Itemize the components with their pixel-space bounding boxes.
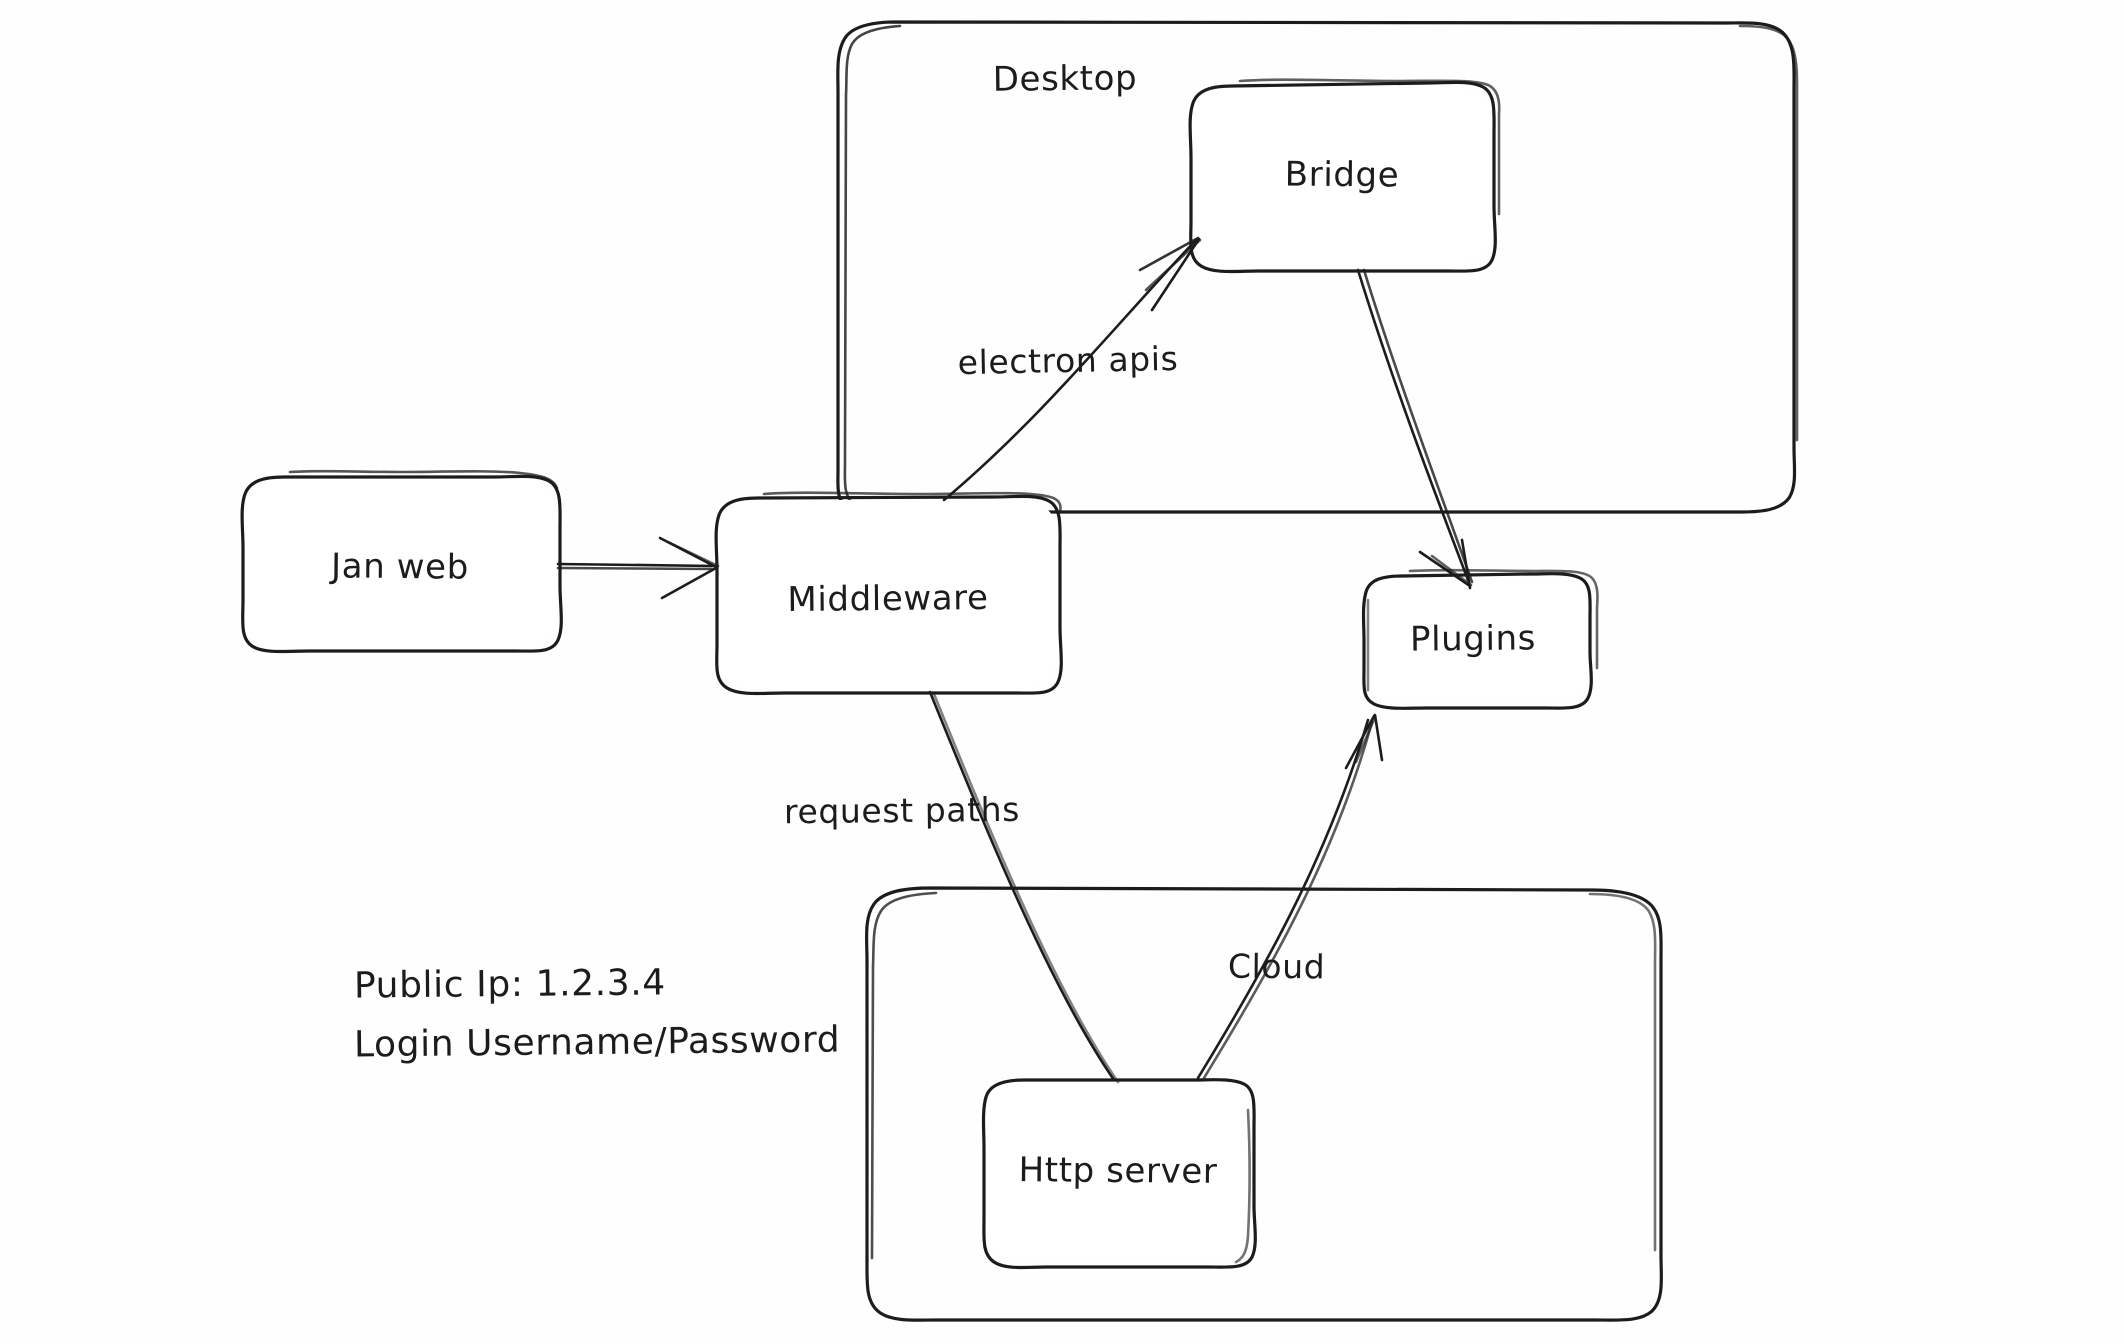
edge-label-electron-apis: electron apis [957, 339, 1178, 382]
node-middleware[interactable]: Middleware [714, 491, 1063, 696]
node-bridge[interactable]: Bridge [1188, 78, 1501, 274]
node-label-middleware: Middleware [787, 578, 989, 620]
edge-middleware-to-bridge: electron apis [942, 236, 1202, 502]
node-label-http-server: Http server [1018, 1150, 1217, 1192]
edge-label-request-paths: request paths [784, 790, 1020, 831]
edge-httpserver-to-plugins: Cloud [1196, 713, 1384, 1080]
node-label-bridge: Bridge [1285, 155, 1400, 196]
edge-middleware-to-httpserver: request paths [784, 690, 1120, 1084]
group-desktop[interactable]: Desktop [836, 20, 1799, 515]
edge-janweb-to-middleware [556, 536, 720, 600]
note-public-ip: Public Ip: 1.2.3.4 [354, 962, 666, 1006]
note-login-credentials: Login Username/Password [354, 1019, 841, 1065]
node-label-jan-web: Jan web [329, 546, 469, 587]
edge-bridge-to-plugins [1356, 268, 1474, 590]
note-block: Public Ip: 1.2.3.4 Login Username/Passwo… [354, 962, 841, 1065]
group-cloud[interactable] [864, 886, 1663, 1322]
edge-label-cloud: Cloud [1228, 947, 1326, 987]
node-label-plugins: Plugins [1410, 618, 1536, 659]
node-http-server[interactable]: Http server [981, 1078, 1257, 1270]
node-plugins[interactable]: Plugins [1361, 568, 1599, 710]
group-label-desktop: Desktop [993, 58, 1138, 100]
node-jan-web[interactable]: Jan web [240, 469, 563, 654]
